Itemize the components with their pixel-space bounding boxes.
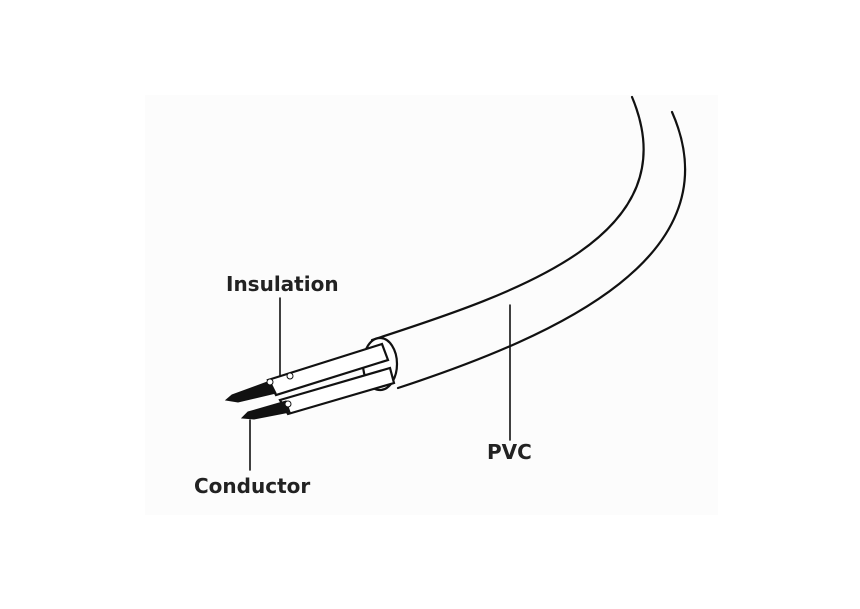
pvc-sheath-bottom-edge	[396, 110, 687, 390]
pvc-sheath-top-edge	[370, 95, 645, 342]
conductor-label: Conductor	[194, 474, 310, 498]
pvc-label: PVC	[487, 440, 532, 464]
insulation-label: Insulation	[226, 272, 339, 296]
conductor-strands	[224, 372, 294, 420]
diagram-background	[145, 95, 718, 515]
